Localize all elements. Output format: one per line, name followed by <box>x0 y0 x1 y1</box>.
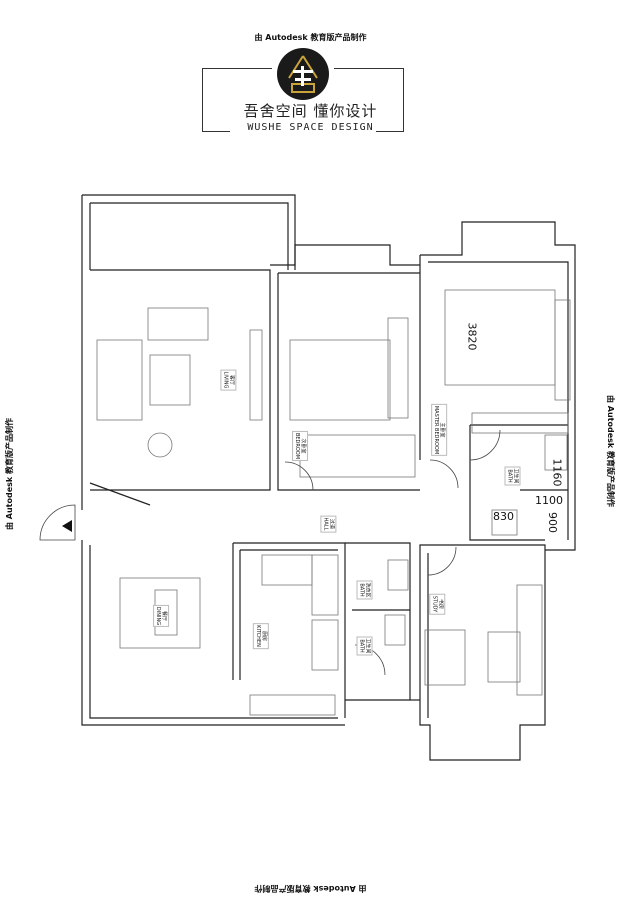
dimension-bath-c: 830 <box>493 510 514 523</box>
toilet <box>384 614 406 646</box>
logo-frame <box>202 68 404 132</box>
tv-cabinet <box>249 329 263 421</box>
coffee-table <box>149 354 191 406</box>
desk <box>487 631 521 683</box>
walls <box>81 194 576 761</box>
wardrobe <box>299 434 416 478</box>
master-bed <box>444 289 556 386</box>
bookshelf <box>516 584 543 696</box>
study-sofa <box>424 629 466 686</box>
brand-logo-icon <box>277 48 329 100</box>
dimension-bath-d: 900 <box>546 512 559 533</box>
sink-counter <box>249 694 336 716</box>
furniture <box>96 289 571 716</box>
dimension-master-bed: 3820 <box>465 322 479 351</box>
fridge <box>261 554 313 586</box>
watermark-top: 由 Autodesk 教育版产品制作 <box>254 33 367 42</box>
stove <box>311 619 339 671</box>
dimension-bath-b: 1100 <box>535 494 563 507</box>
bed <box>289 339 391 421</box>
master-wardrobe <box>471 412 569 434</box>
sofa <box>96 339 143 421</box>
dimension-bath-a: 1160 <box>550 458 564 487</box>
brand-name-cn: 吾舍空间 懂你设计 <box>243 102 378 120</box>
entry-arrow-icon <box>62 520 72 532</box>
entrance-door <box>39 504 76 541</box>
dining-table <box>119 577 201 649</box>
brand-name-en: WUSHE SPACE DESIGN <box>247 122 374 133</box>
